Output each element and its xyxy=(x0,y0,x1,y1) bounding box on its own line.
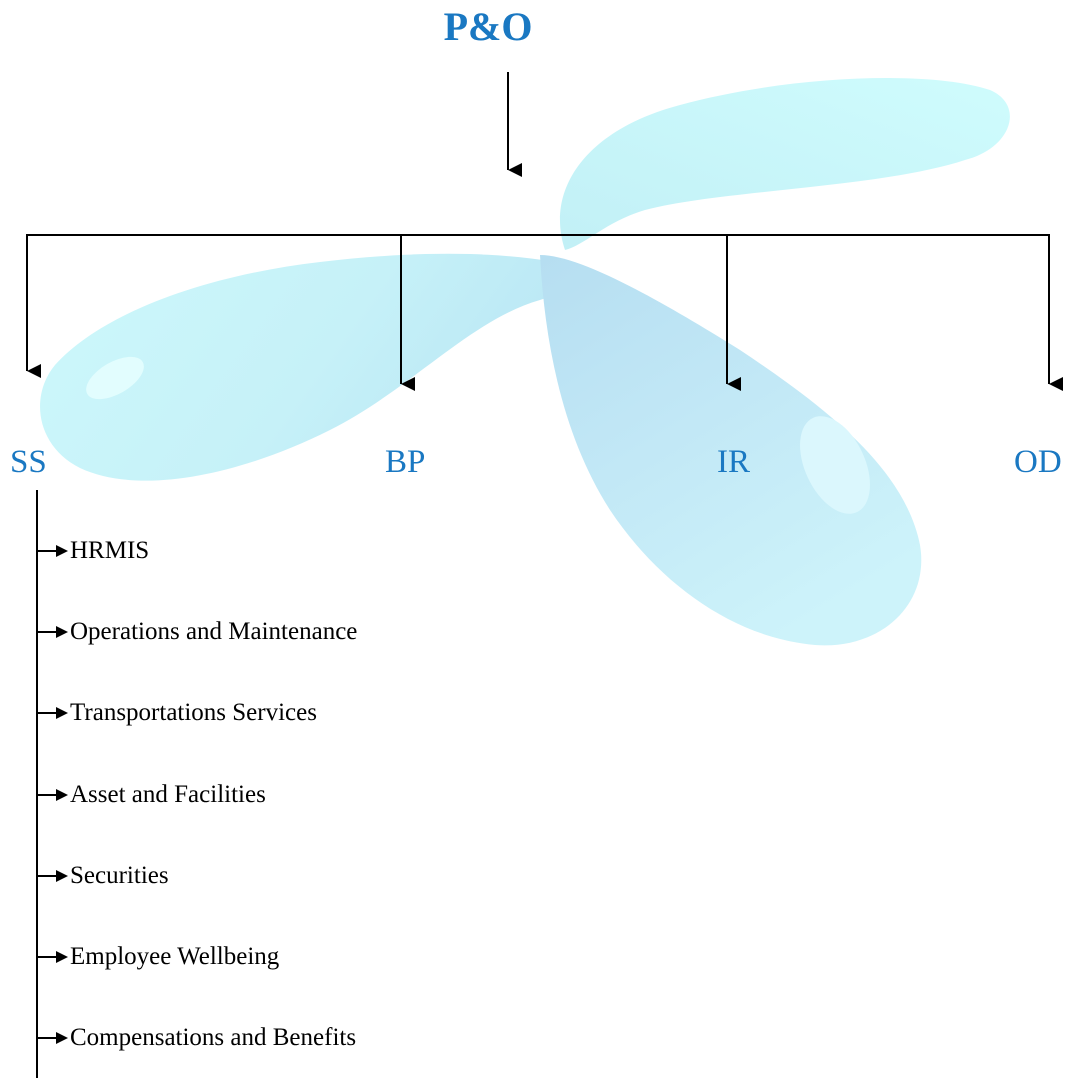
ss-item-assets: Asset and Facilities xyxy=(70,781,266,808)
branch-ir: IR xyxy=(717,444,750,480)
logo-highlight-left xyxy=(86,356,144,400)
ss-item-compensation: Compensations and Benefits xyxy=(70,1024,357,1051)
logo-blade-left xyxy=(40,253,591,481)
branch-bp: BP xyxy=(385,444,426,480)
ss-item-hrmis: HRMIS xyxy=(70,537,150,564)
arrow-right-icon xyxy=(56,1032,68,1044)
arrow-right-icon xyxy=(56,707,68,719)
arrow-right-icon xyxy=(56,870,68,882)
ss-item-operations: Operations and Maintenance xyxy=(70,618,358,645)
branch-od: OD xyxy=(1014,444,1062,480)
ss-item-wellbeing: Employee Wellbeing xyxy=(70,943,280,970)
arrow-right-icon xyxy=(56,789,68,801)
chart-title: P&O xyxy=(443,4,533,49)
branch-ss: SS xyxy=(10,444,47,480)
logo-blade-bottom xyxy=(540,255,922,646)
ss-item-arrows xyxy=(37,545,68,1044)
ss-item-transportation: Transportations Services xyxy=(70,699,317,726)
arrow-right-icon xyxy=(56,626,68,638)
ss-item-securities: Securities xyxy=(70,862,169,889)
arrow-right-icon xyxy=(56,951,68,963)
logo-blade-top xyxy=(559,78,1010,250)
arrow-right-icon xyxy=(56,545,68,557)
logo-highlight-bottom xyxy=(800,416,870,514)
